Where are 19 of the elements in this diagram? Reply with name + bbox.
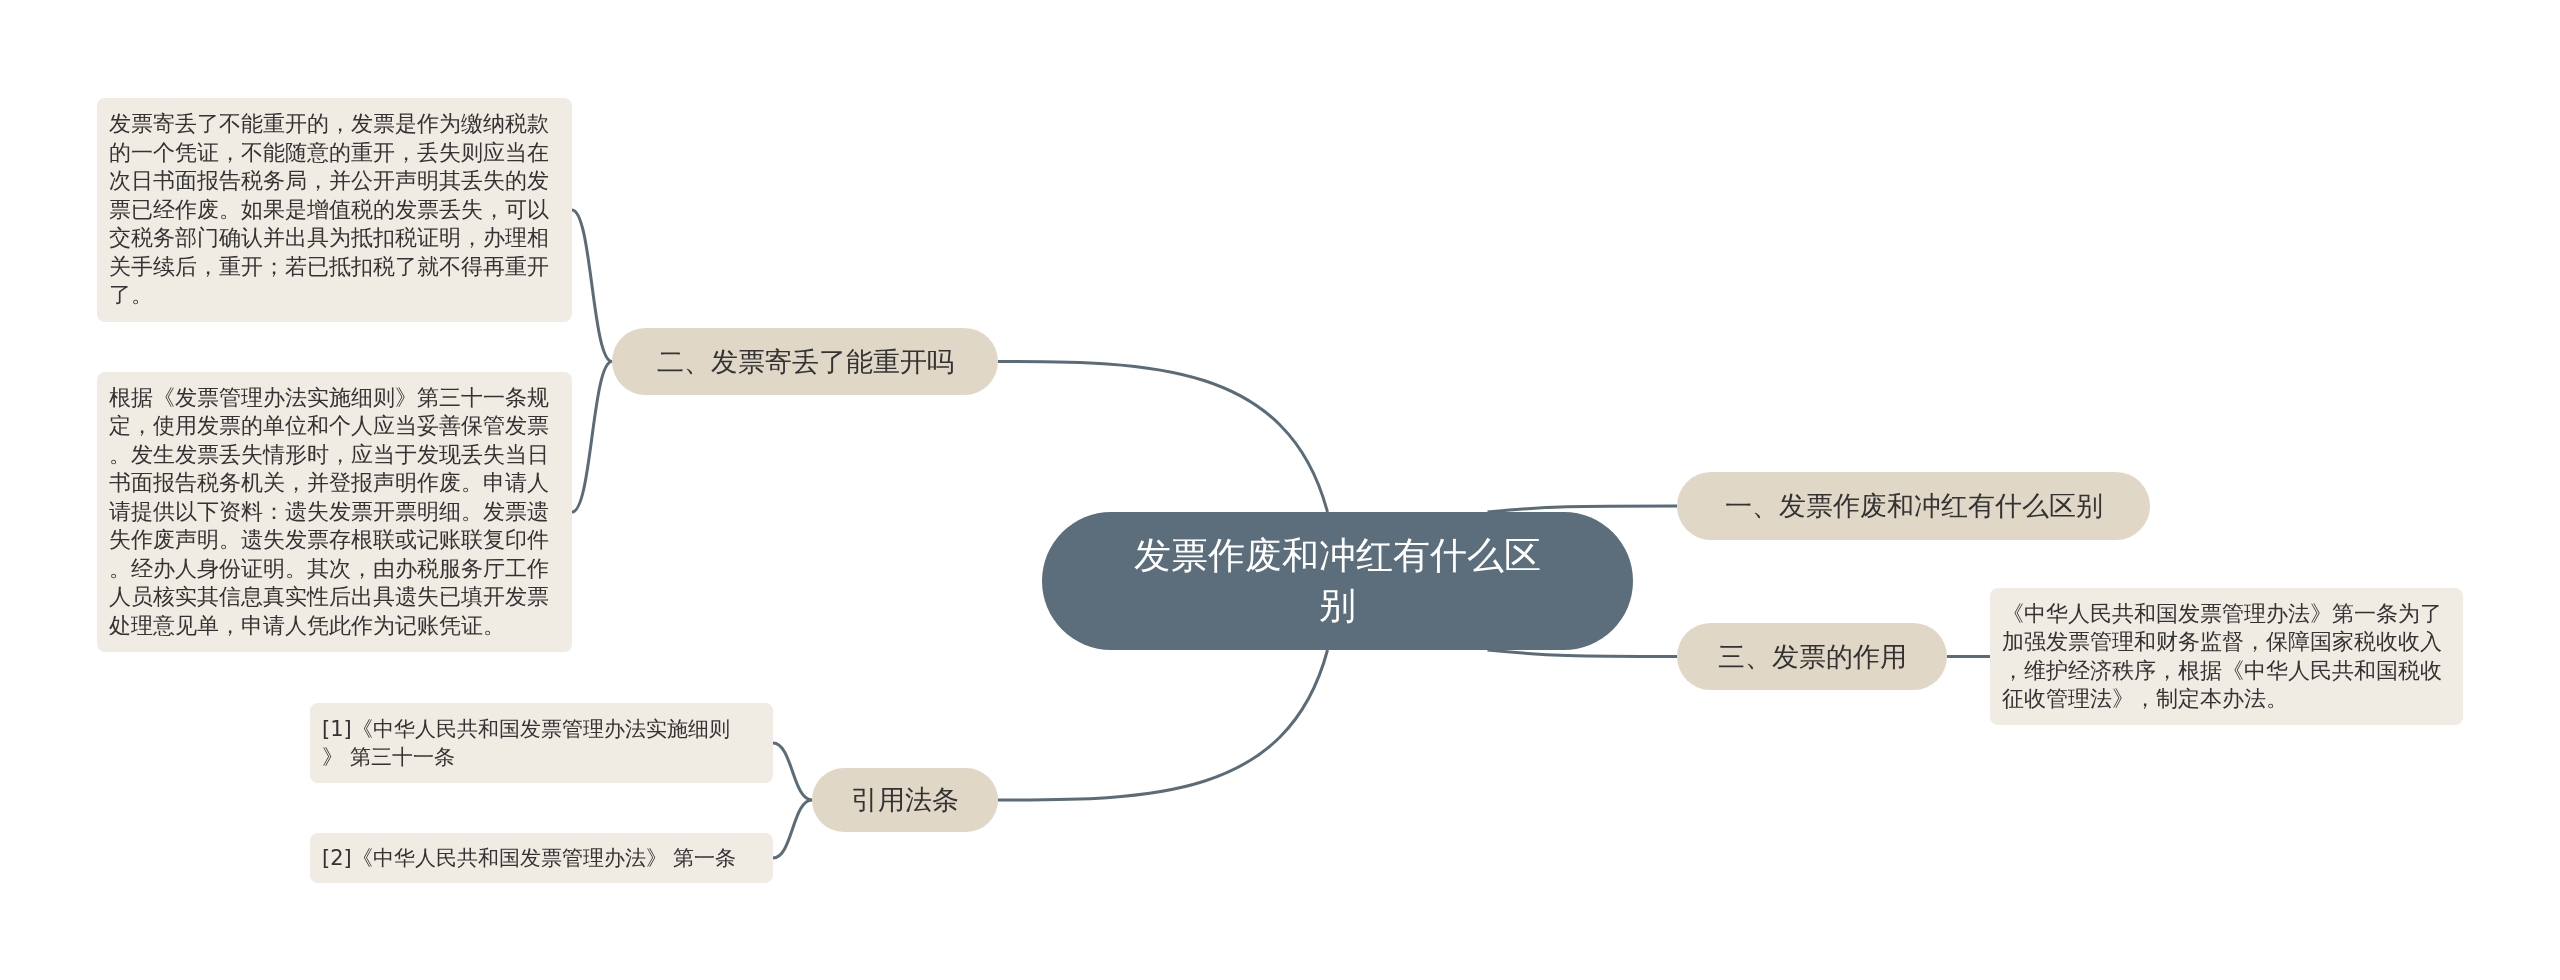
note-card: [2]《中华人民共和国发票管理办法》 第一条 [310,833,773,883]
topic-box: 三、发票的作用 [1677,623,1947,690]
connector-line [1487,504,1677,514]
central-topic: 发票作废和冲红有什么区别 [1042,512,1633,650]
connector-line [1947,655,1990,658]
connector-line [571,360,613,514]
connector-line [998,360,1329,513]
topic-box: 引用法条 [812,768,998,832]
connector-line [1487,648,1677,658]
note-card: 根据《发票管理办法实施细则》第三十一条规定，使用发票的单位和个人应当妥善保管发票。发生发票丢失情形时，应当于发现丢失当日书面报告税务机关，并登报声明作废。申请人请提供以下资料：遗失发票开票明细。发票遗失作废声明。遗失发票存根联或记账联复印件。经办人身份证明。其次，由办税服务厅工作人员核实其信息真实性后出具遗失已填开发票处理意见单，申请人凭此作为记账凭证。 [97,372,572,652]
note-card: 《中华人民共和国发票管理办法》第一条为了加强发票管理和财务监督，保障国家税收收入，维护经济秩序，根据《中华人民共和国税收征收管理法》，制定本办法。 [1990,588,2463,725]
connector-line [772,798,813,860]
note-card: [1]《中华人民共和国发票管理办法实施细则》 第三十一条 [310,703,773,783]
connector-line [998,649,1329,802]
connector-line [772,741,813,802]
connector-line [571,208,613,363]
topic-box: 一、发票作废和冲红有什么区别 [1677,472,2150,540]
note-card: 发票寄丢了不能重开的，发票是作为缴纳税款的一个凭证，不能随意的重开，丢失则应当在次日书面报告税务局，并公开声明其丢失的发票已经作废。如果是增值税的发票丢失，可以交税务部门确认并出具为抵扣税证明，办理相关手续后，重开；若已抵扣税了就不得再重开了。 [97,98,572,322]
topic-box: 二、发票寄丢了能重开吗 [612,328,998,395]
